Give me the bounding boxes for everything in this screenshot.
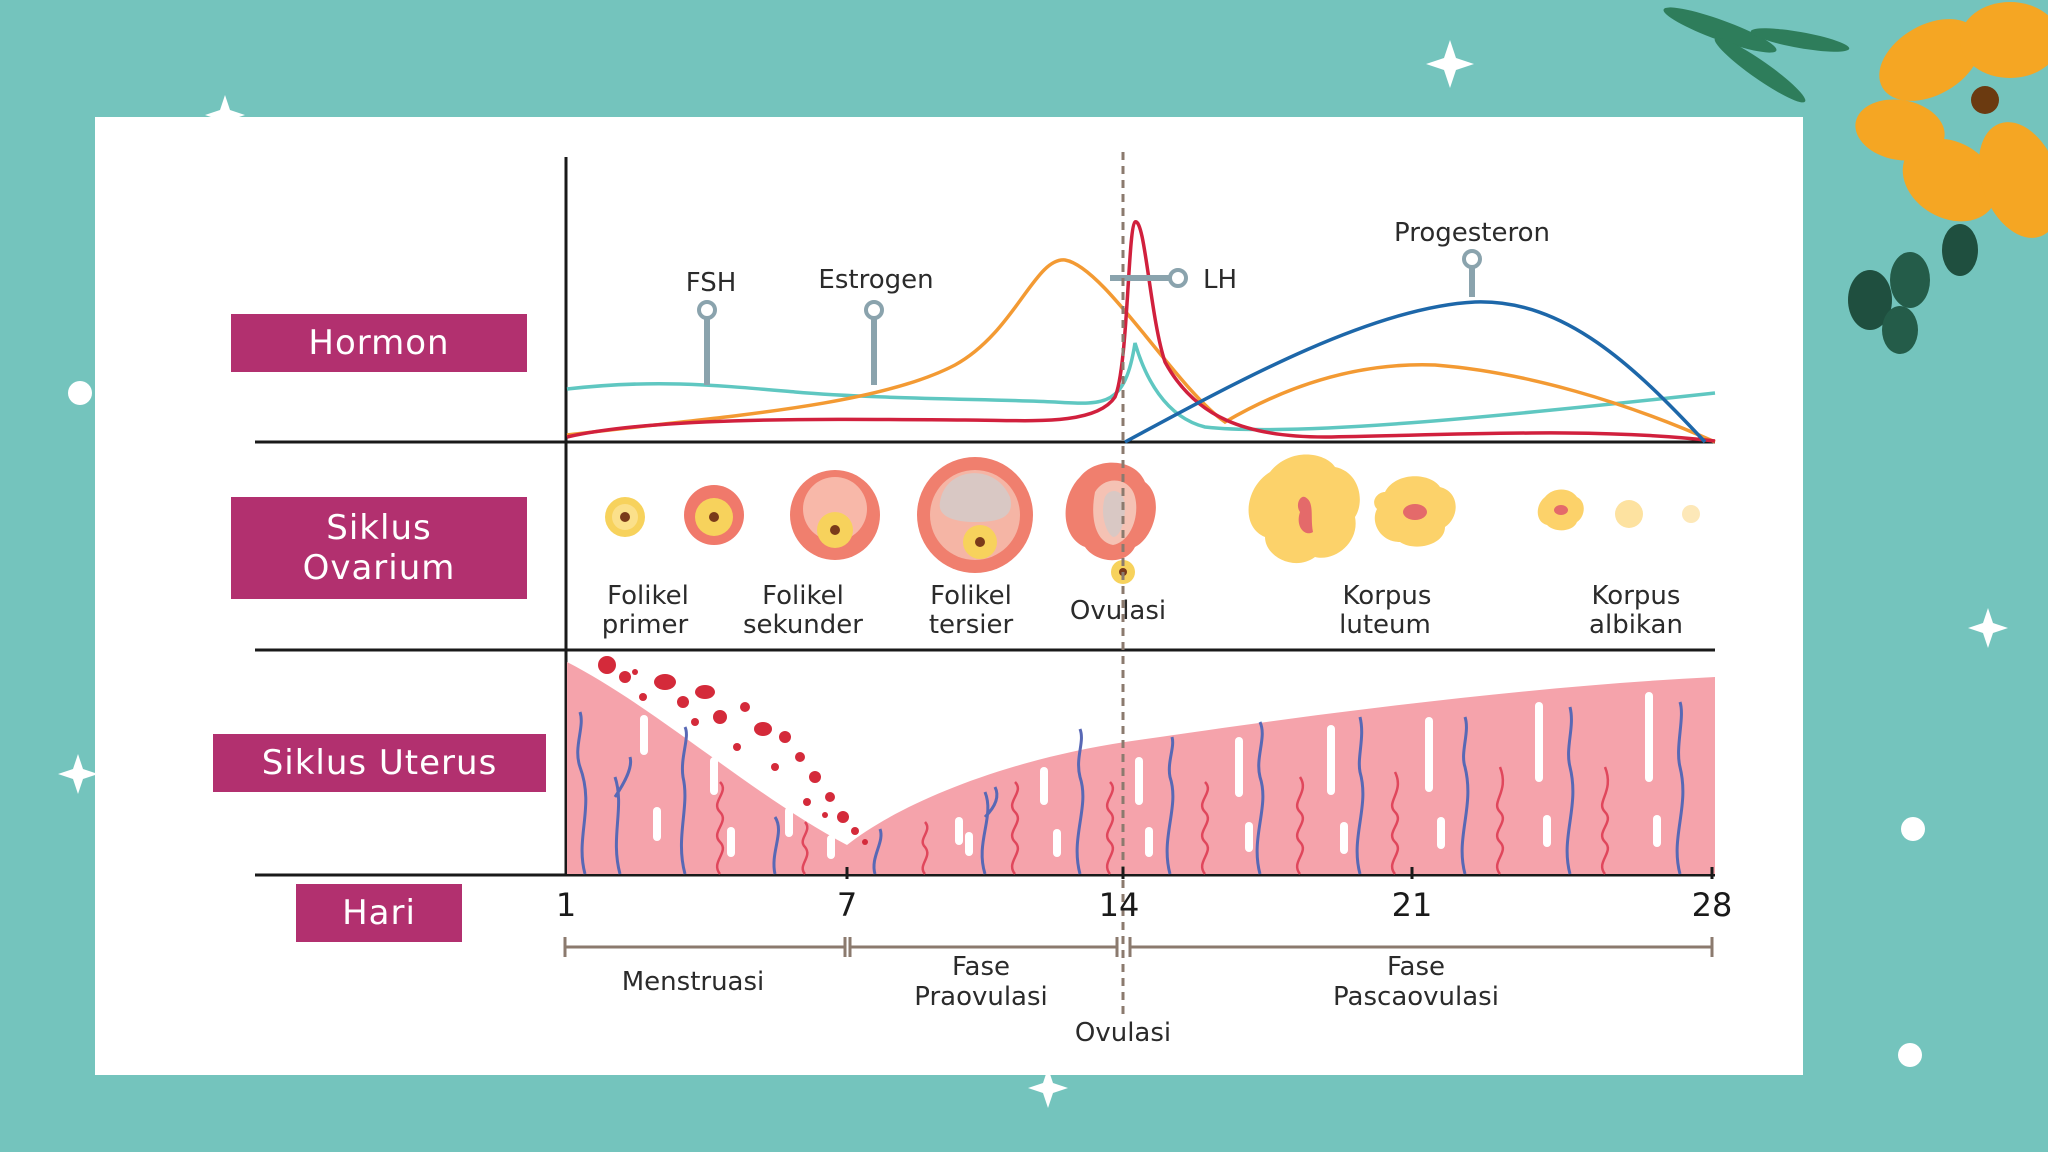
- label-uterus-text: Siklus Uterus: [261, 743, 498, 783]
- phase-praovulasi-2: Praovulasi: [914, 982, 1048, 1012]
- corpus-luteum-icon: [1248, 454, 1360, 564]
- estrogen-label: Estrogen: [818, 265, 933, 295]
- day-7: 7: [837, 886, 857, 924]
- ovary-stages: [605, 454, 1700, 584]
- lh-curve: [566, 220, 1716, 443]
- endometrium-layer: [567, 656, 1715, 875]
- progesteron-pin-head: [1462, 249, 1482, 269]
- estrogen-pin-head: [864, 300, 884, 320]
- fsh-pin-head: [697, 300, 717, 320]
- day-1: 1: [556, 886, 576, 924]
- label-korpus-luteum-1: Korpus: [1343, 581, 1432, 611]
- label-hormon-text: Hormon: [308, 323, 450, 363]
- label-ovarium-line2: Ovarium: [302, 548, 456, 588]
- day-14: 14: [1099, 886, 1140, 924]
- progesteron-curve: [1124, 300, 1707, 444]
- menstrual-cycle-diagram: FSH Estrogen LH Progesteron: [255, 152, 1733, 1048]
- follicle-primer-icon: [605, 497, 645, 537]
- flower-icon: [1663, 2, 2048, 354]
- sparkle-icon: [1968, 608, 2008, 648]
- sparkle-icon: [58, 754, 98, 794]
- corpus-albikan-icon: [1615, 500, 1700, 528]
- label-folikel-primer-1: Folikel: [607, 581, 689, 611]
- label-folikel-tersier-1: Folikel: [930, 581, 1012, 611]
- ovulation-follicle-icon: [1065, 462, 1156, 584]
- label-folikel-sekunder-2: sekunder: [743, 610, 863, 640]
- label-folikel-sekunder-1: Folikel: [762, 581, 844, 611]
- lh-pin-head: [1168, 268, 1188, 288]
- lh-label: LH: [1203, 265, 1237, 295]
- sparkle-icon: [1426, 40, 1474, 88]
- label-ovulasi: Ovulasi: [1070, 596, 1166, 626]
- label-hari: Hari: [296, 884, 462, 942]
- label-hormon: Hormon: [231, 314, 527, 372]
- label-korpus-albikan-1: Korpus: [1592, 581, 1681, 611]
- day-28: 28: [1692, 886, 1733, 924]
- day-21: 21: [1392, 886, 1433, 924]
- hormone-curves: [566, 220, 1716, 444]
- fsh-label: FSH: [686, 268, 737, 298]
- label-hari-text: Hari: [342, 893, 416, 933]
- sparkle-icon: [205, 95, 245, 135]
- label-korpus-luteum-2: luteum: [1339, 610, 1431, 640]
- dot-icon: [1901, 817, 1925, 841]
- follicle-sekunder-icon: [684, 485, 744, 545]
- label-folikel-tersier-2: tersier: [929, 610, 1014, 640]
- label-ovarium-line1: Siklus: [326, 508, 432, 548]
- label-siklus-ovarium: Siklus Ovarium: [231, 497, 527, 599]
- dot-icon: [1898, 1043, 1922, 1067]
- corpus-luteum2-icon: [1374, 476, 1456, 547]
- corpus-luteum3-icon: [1537, 489, 1584, 531]
- dot-icon: [68, 381, 92, 405]
- estrogen-curve: [566, 258, 1716, 444]
- label-folikel-primer-2: primer: [602, 610, 689, 640]
- phase-pascaovulasi-1: Fase: [1387, 952, 1445, 982]
- phase-ovulasi: Ovulasi: [1075, 1018, 1171, 1048]
- follicle-tersier-icon: [917, 457, 1033, 573]
- phase-praovulasi-1: Fase: [952, 952, 1010, 982]
- follicle-sekunder2-icon: [790, 470, 880, 560]
- phase-pascaovulasi-2: Pascaovulasi: [1333, 982, 1499, 1012]
- diagram-card: FSH Estrogen LH Progesteron: [95, 117, 1803, 1075]
- label-siklus-uterus: Siklus Uterus: [213, 734, 546, 792]
- label-korpus-albikan-2: albikan: [1589, 610, 1683, 640]
- phase-menstruasi: Menstruasi: [622, 967, 765, 997]
- sparkle-icon: [1028, 1068, 1068, 1108]
- progesteron-label: Progesteron: [1394, 218, 1550, 248]
